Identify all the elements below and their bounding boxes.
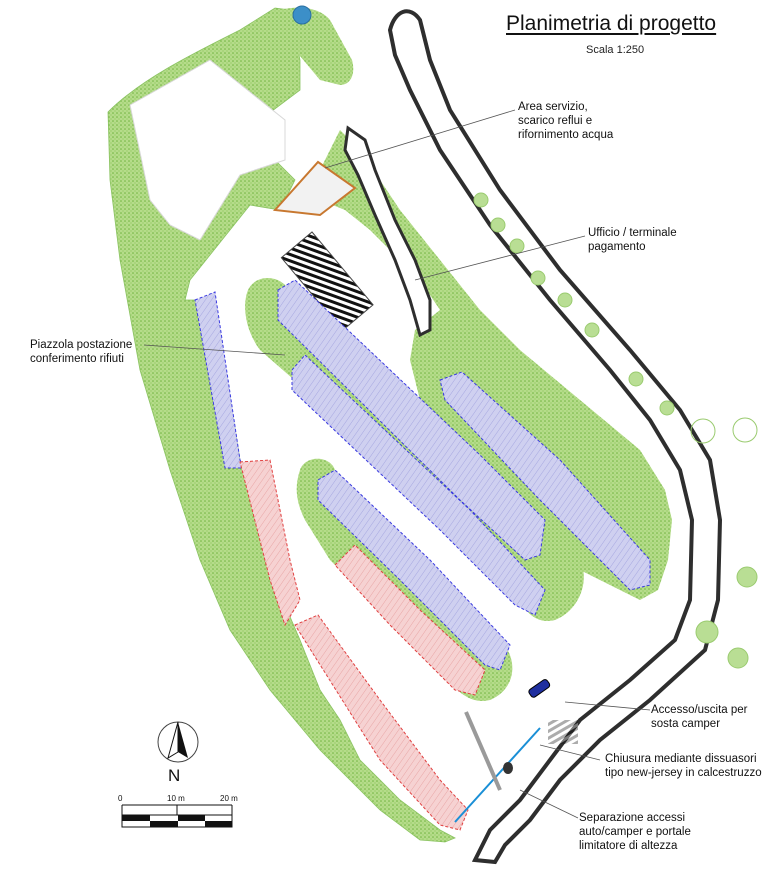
office-zebra [280, 231, 374, 332]
service-building [272, 160, 357, 217]
vehicle-marker [528, 679, 551, 698]
gate-line [464, 711, 502, 791]
label-waste-point: Piazzola postazione conferimento rifiuti [30, 339, 133, 365]
camper-parking-west [239, 459, 301, 627]
scale-caption: Scala 1:250 [586, 44, 645, 56]
label-service-area: Area servizio, scarico reflui e rifornim… [518, 101, 614, 141]
label-closure: Chiusura mediante dissuasori tipo new-je… [605, 753, 762, 779]
new-jersey-barrier [454, 727, 541, 823]
label-office: Ufficio / terminale pagamento [588, 227, 677, 253]
car-parking-row-3 [439, 371, 651, 591]
page-title: Planimetria di progetto [506, 12, 717, 35]
existing-building [129, 59, 286, 241]
compass-icon [157, 721, 199, 763]
car-parking-row-1 [277, 279, 546, 561]
car-parking-row-2 [291, 354, 546, 616]
crosswalk [548, 720, 578, 744]
label-access: Accesso/uscita per sosta camper [651, 704, 748, 730]
vegetation-top-island [280, 7, 354, 86]
scalebar-tick-10: 10 m [167, 794, 185, 803]
car-parking-row-4 [317, 469, 511, 671]
label-separation: Separazione accessi auto/camper e portal… [579, 812, 691, 852]
leader-lines [143, 109, 651, 819]
camper-parking-middle [334, 544, 486, 696]
service-road [343, 125, 432, 338]
north-label: N [168, 766, 181, 785]
scalebar-tick-20: 20 m [220, 794, 238, 803]
scalebar-graphic [121, 804, 233, 828]
main-road [387, 9, 723, 865]
camper-parking-south [294, 614, 469, 831]
tree-row [473, 192, 758, 669]
scalebar-tick-0: 0 [118, 794, 123, 803]
